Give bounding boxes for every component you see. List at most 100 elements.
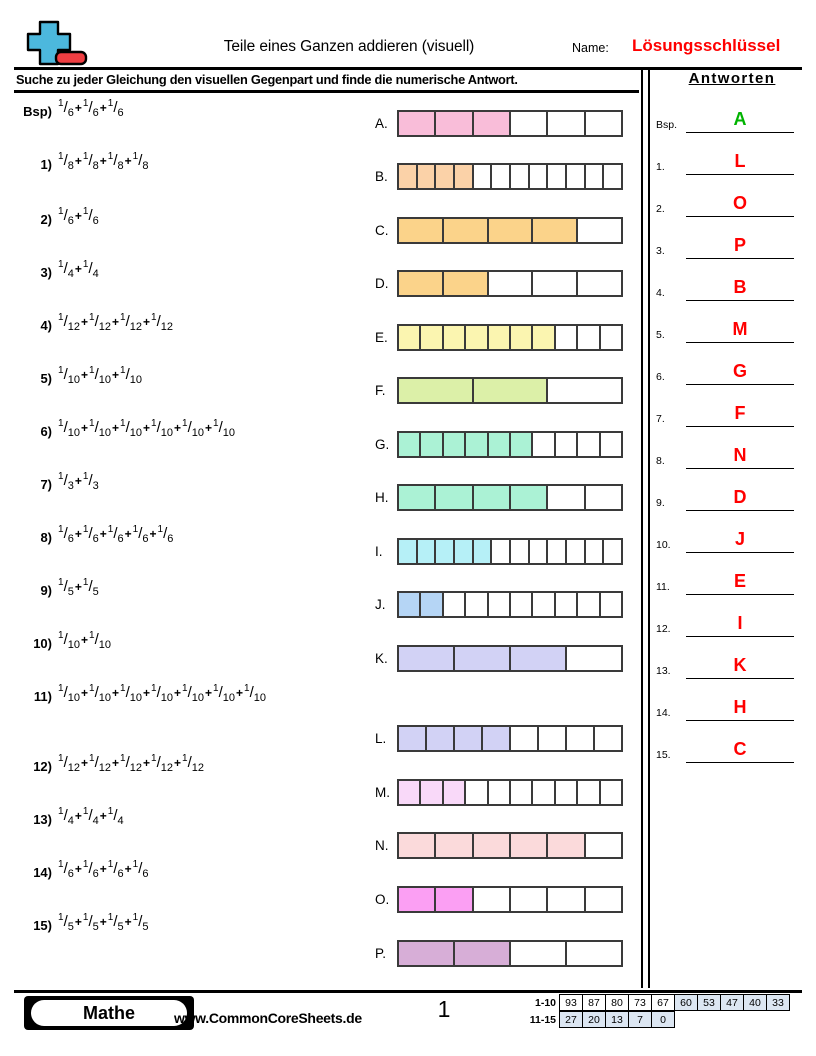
score-range-label: 1-10 xyxy=(534,996,556,1009)
fraction-cell-empty xyxy=(511,942,567,965)
answer-blank-line[interactable] xyxy=(686,342,794,343)
answer-index: 11. xyxy=(656,581,670,593)
equation-expression: 1/8+1/8+1/8+1/8 xyxy=(58,151,149,172)
answer-index: 12. xyxy=(656,623,671,635)
fraction-bar-label: K. xyxy=(375,651,388,666)
fraction-cell-empty xyxy=(595,727,621,750)
answer-value: G xyxy=(732,361,747,381)
answer-blank-line[interactable] xyxy=(686,720,794,721)
fraction-cell-empty xyxy=(586,834,621,857)
answer-blank-line[interactable] xyxy=(686,510,794,511)
equation-number: 4) xyxy=(40,318,52,333)
fraction-cell-filled xyxy=(466,433,489,456)
fraction-cell-empty xyxy=(556,593,579,616)
fraction-cell-filled xyxy=(510,834,549,857)
fraction-cell-empty xyxy=(533,272,579,295)
fraction-cell-empty xyxy=(601,781,621,804)
fraction-cell-filled xyxy=(455,647,511,670)
answer-blank-line[interactable] xyxy=(686,174,794,175)
fraction-cell-filled xyxy=(455,942,511,965)
equation-number: 5) xyxy=(40,371,52,386)
fraction-cell-empty xyxy=(548,165,568,188)
fraction-cell-empty xyxy=(511,727,539,750)
answer-row: 4.B xyxy=(652,259,812,301)
answer-row: 13.K xyxy=(652,637,812,679)
answer-blank-line[interactable] xyxy=(686,468,794,469)
fraction-cell-filled xyxy=(417,540,437,563)
fraction-cell-filled xyxy=(399,326,422,349)
score-cell: 53 xyxy=(697,994,721,1011)
answer-blank-line[interactable] xyxy=(686,426,794,427)
equation-row: 1) 1/8+1/8+1/8+1/8 xyxy=(0,151,375,208)
fraction-bar xyxy=(397,886,623,913)
equation-row: 6)1/10+1/10+1/10+1/10+1/10+1/10 xyxy=(0,419,375,473)
score-cell: 0 xyxy=(651,1011,675,1028)
fraction-cell-empty xyxy=(567,942,621,965)
fraction-cell-empty xyxy=(604,165,621,188)
website-url: www.CommonCoreSheets.de xyxy=(174,1010,362,1026)
fraction-cell-filled xyxy=(436,112,474,135)
answer-blank-line[interactable] xyxy=(686,678,794,679)
equation-number: 1) xyxy=(40,157,52,172)
equation-row: 13)1/4+1/4+1/4 xyxy=(0,807,375,861)
equation-number: 13) xyxy=(33,812,52,827)
answer-blank-line[interactable] xyxy=(686,636,794,637)
fraction-cell-empty xyxy=(530,540,549,563)
answer-index: 9. xyxy=(656,497,665,509)
fraction-cell-filled xyxy=(533,326,556,349)
fraction-cell-empty xyxy=(474,165,493,188)
fraction-cell-empty xyxy=(586,112,621,135)
fraction-cell-filled xyxy=(443,326,467,349)
answer-blank-line[interactable] xyxy=(686,132,794,133)
fraction-cell-empty xyxy=(578,219,621,242)
fraction-cell-empty xyxy=(466,593,489,616)
score-cell: 27 xyxy=(559,1011,583,1028)
equation-row: 2)1/6+1/6 xyxy=(0,207,375,261)
equation-row: 15)1/5+1/5+1/5+1/5 xyxy=(0,913,375,967)
fraction-cell-empty xyxy=(548,540,568,563)
answer-value: J xyxy=(734,529,745,549)
answer-value: N xyxy=(733,445,747,465)
answer-index: 2. xyxy=(656,203,665,215)
answer-blank-line[interactable] xyxy=(686,594,794,595)
answer-value: C xyxy=(733,739,747,759)
score-cell: 40 xyxy=(743,994,767,1011)
equation-row: 4)1/12+1/12+1/12+1/12 xyxy=(0,313,375,367)
answer-blank-line[interactable] xyxy=(686,300,794,301)
fraction-bar xyxy=(397,431,623,458)
equation-expression: 1/6+1/6+1/6+1/6+1/6 xyxy=(58,524,174,545)
fraction-bar xyxy=(397,538,623,565)
fraction-cell-filled xyxy=(399,942,455,965)
fraction-bar-label: H. xyxy=(375,490,389,505)
answer-row: 2.O xyxy=(652,175,812,217)
fraction-cell-empty xyxy=(511,781,534,804)
answer-row: 10.J xyxy=(652,511,812,553)
fraction-bar xyxy=(397,940,623,967)
fraction-cell-filled xyxy=(473,486,511,509)
answer-blank-line[interactable] xyxy=(686,384,794,385)
equation-number: 9) xyxy=(40,583,52,598)
answer-blank-line[interactable] xyxy=(686,762,794,763)
subject-badge: Mathe xyxy=(24,996,194,1030)
answer-blank-line[interactable] xyxy=(686,216,794,217)
fraction-bar-row: G. xyxy=(375,431,623,458)
fraction-cell-filled xyxy=(399,486,437,509)
answer-blank-line[interactable] xyxy=(686,258,794,259)
equation-row: 14)1/6+1/6+1/6+1/6 xyxy=(0,860,375,914)
fraction-cell-filled xyxy=(436,888,474,911)
fraction-cell-empty xyxy=(511,112,549,135)
fraction-bar-row: D. xyxy=(375,270,623,297)
fraction-cell-empty xyxy=(466,781,489,804)
fraction-cell-filled xyxy=(455,165,474,188)
answer-row: 7.F xyxy=(652,385,812,427)
score-cell: 80 xyxy=(605,994,629,1011)
fraction-cell-filled xyxy=(436,165,456,188)
answer-blank-line[interactable] xyxy=(686,552,794,553)
fraction-bar-label: J. xyxy=(375,597,386,612)
fraction-cell-filled xyxy=(455,540,474,563)
fraction-cell-filled xyxy=(488,433,512,456)
fraction-cell-filled xyxy=(443,433,467,456)
